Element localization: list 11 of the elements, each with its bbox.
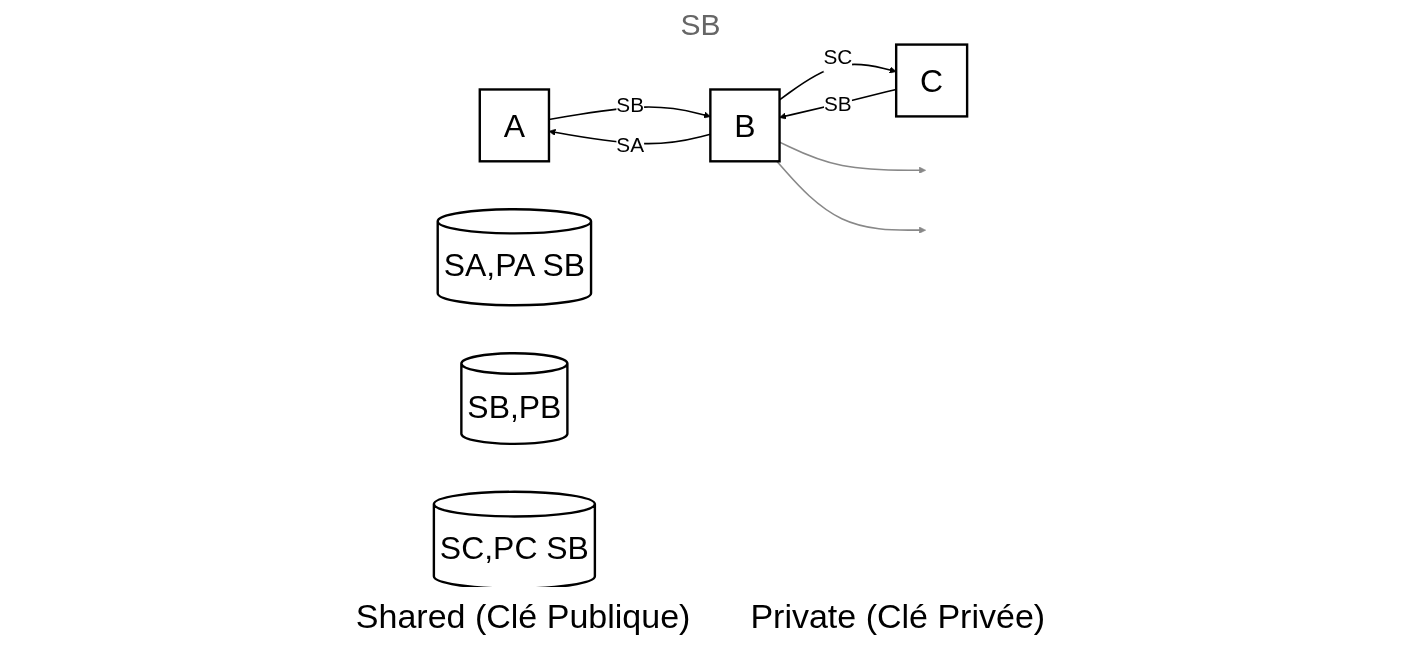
node-box: B: [709, 87, 781, 162]
node-box: C: [894, 42, 969, 118]
fork-label: SB: [680, 8, 721, 41]
legend-note: Private (Clé Privée): [750, 597, 1046, 636]
edge-label: SB: [824, 91, 852, 116]
edge-label: SC: [823, 44, 853, 69]
edge-label: SA: [616, 132, 645, 157]
edge-label: SB: [616, 92, 645, 117]
node-box: A: [478, 87, 551, 162]
arrow: [776, 160, 926, 234]
legend-note: Shared (Clé Publique): [355, 597, 691, 636]
